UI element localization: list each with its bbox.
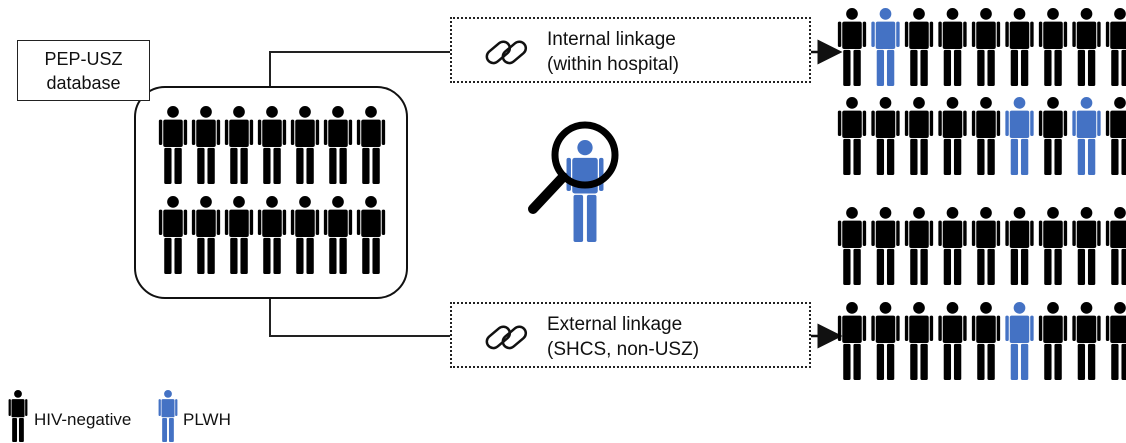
internal-connector: [269, 51, 450, 87]
internal-linkage-title: Internal linkage: [547, 29, 676, 50]
plwh-person-icon: [1005, 97, 1034, 175]
hiv-negative-person-icon: [257, 106, 287, 184]
hiv-negative-person-icon: [904, 302, 934, 380]
hiv-negative-person-icon: [837, 97, 867, 175]
hiv-negative-person-icon: [1038, 207, 1068, 285]
hiv-negative-person-icon: [938, 207, 967, 285]
searched-person-icon: [566, 140, 604, 242]
legend-hiv-negative-label: HIV-negative: [34, 410, 132, 429]
magnifier-icon: [528, 121, 619, 242]
hiv-negative-person-icon: [356, 196, 386, 274]
hiv-negative-person-icon: [938, 8, 967, 86]
hiv-negative-person-icon: [1072, 207, 1101, 285]
hiv-negative-person-icon: [1038, 8, 1068, 86]
legend-plwh-label: PLWH: [183, 410, 231, 429]
external-connector: [269, 298, 450, 337]
hiv-negative-person-icon: [1038, 97, 1068, 175]
hiv-negative-person-icon: [971, 302, 1001, 380]
hiv-negative-person-icon: [904, 97, 934, 175]
hiv-negative-person-icon: [837, 207, 867, 285]
hiv-negative-person-icon: [971, 8, 1001, 86]
plwh-person-icon: [1005, 302, 1034, 380]
hiv-negative-person-icon: [323, 106, 353, 184]
hiv-negative-person-icon: [1105, 302, 1126, 380]
hiv-negative-person-icon: [904, 207, 934, 285]
legend-plwh-icon: [158, 390, 178, 442]
hiv-negative-person-icon: [1105, 207, 1126, 285]
hiv-negative-person-icon: [191, 106, 221, 184]
hiv-negative-person-icon: [1072, 8, 1101, 86]
database-people: [158, 106, 386, 274]
external-linkage-box: External linkage (SHCS, non-USZ): [450, 302, 811, 368]
hiv-negative-person-icon: [191, 196, 221, 274]
hiv-negative-person-icon: [1005, 8, 1034, 86]
hiv-negative-person-icon: [257, 196, 287, 274]
internal-linkage-subtitle: (within hospital): [547, 54, 679, 75]
hiv-negative-person-icon: [938, 97, 967, 175]
hiv-negative-person-icon: [158, 106, 188, 184]
hiv-negative-person-icon: [224, 106, 254, 184]
hiv-negative-person-icon: [1038, 302, 1068, 380]
hiv-negative-person-icon: [938, 302, 967, 380]
database-label: PEP-USZ database: [17, 40, 150, 101]
external-linkage-title: External linkage: [547, 314, 683, 335]
plwh-person-icon: [1072, 97, 1101, 175]
hiv-negative-person-icon: [224, 196, 254, 274]
hiv-negative-person-icon: [871, 207, 900, 285]
database-label-line2: database: [46, 72, 121, 93]
legend-hiv-negative-icon: [8, 390, 28, 442]
hiv-negative-person-icon: [323, 196, 353, 274]
hiv-negative-person-icon: [290, 106, 320, 184]
hiv-negative-person-icon: [904, 8, 934, 86]
internal-linkage-box: Internal linkage (within hospital): [450, 17, 811, 83]
hiv-negative-person-icon: [1105, 8, 1126, 86]
hiv-negative-person-icon: [1105, 97, 1126, 175]
legend-icons: [8, 390, 178, 442]
hiv-negative-person-icon: [1072, 302, 1101, 380]
hiv-negative-person-icon: [871, 302, 900, 380]
hiv-negative-person-icon: [290, 196, 320, 274]
hiv-negative-person-icon: [837, 302, 867, 380]
external-linkage-subtitle: (SHCS, non-USZ): [547, 339, 700, 360]
hiv-negative-person-icon: [158, 196, 188, 274]
hiv-negative-person-icon: [837, 8, 867, 86]
hiv-negative-person-icon: [971, 207, 1001, 285]
hiv-negative-person-icon: [971, 97, 1001, 175]
chain-link-icon: [485, 40, 528, 65]
hiv-negative-person-icon: [871, 97, 900, 175]
plwh-person-icon: [871, 8, 900, 86]
hiv-negative-person-icon: [1005, 207, 1034, 285]
database-label-line1: PEP-USZ: [44, 48, 123, 69]
chain-link-icon: [485, 325, 528, 350]
hiv-negative-person-icon: [356, 106, 386, 184]
linked-groups: [837, 8, 1126, 380]
